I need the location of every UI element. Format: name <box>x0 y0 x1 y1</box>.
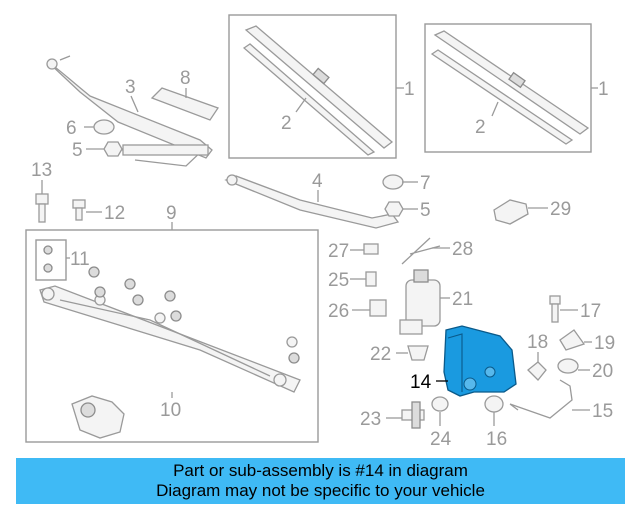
callout-10: 10 <box>160 400 181 421</box>
nut-5-left <box>103 141 123 157</box>
part-29 <box>493 199 529 225</box>
callout-12: 12 <box>104 203 125 224</box>
wiper-blade-right <box>430 30 590 145</box>
callout-27: 27 <box>328 241 349 262</box>
hose-15 <box>509 379 573 419</box>
callout-4: 4 <box>312 171 323 192</box>
callout-7: 7 <box>420 173 431 194</box>
callout-13: 13 <box>31 160 52 181</box>
callout-29: 29 <box>550 199 571 220</box>
callout-labels: 1 1 2 2 3 8 6 5 4 7 5 29 13 12 9 11 10 2… <box>31 68 615 450</box>
callout-3: 3 <box>125 77 136 98</box>
callout-14: 14 <box>410 372 432 393</box>
wiper-arm-3 <box>46 55 213 167</box>
grommet-22 <box>407 345 429 361</box>
connector-26 <box>369 299 387 317</box>
callout-17: 17 <box>580 301 601 322</box>
parts-diagram: 1 1 2 2 3 8 6 5 4 7 5 29 13 12 9 11 10 2… <box>25 14 615 450</box>
wiper-blade-box-left <box>228 14 397 159</box>
grommet-box-11 <box>35 239 67 281</box>
hose-28 <box>401 237 441 265</box>
callout-25: 25 <box>328 270 349 291</box>
callout-16: 16 <box>486 429 507 450</box>
callout-5b: 5 <box>420 200 431 221</box>
callout-19: 19 <box>594 333 615 354</box>
clip-27 <box>363 243 379 255</box>
part-18 <box>527 361 547 381</box>
callout-28: 28 <box>452 239 473 260</box>
callout-15: 15 <box>592 401 613 422</box>
callout-26: 26 <box>328 301 349 322</box>
cover-8 <box>150 87 220 121</box>
pump-21 <box>399 269 441 335</box>
banner-line-2: Diagram may not be specific to your vehi… <box>156 481 485 500</box>
banner-line-1: Part or sub-assembly is #14 in diagram <box>173 461 468 480</box>
bolt-12 <box>72 199 86 221</box>
spacer-25 <box>365 271 377 287</box>
wiper-blade-left <box>242 25 394 156</box>
callout-2b: 2 <box>475 117 486 138</box>
callout-5a: 5 <box>72 140 83 161</box>
callout-24: 24 <box>430 429 452 450</box>
callout-18: 18 <box>527 332 548 353</box>
wiper-motor-10 <box>71 395 125 439</box>
callout-23: 23 <box>360 409 381 430</box>
callout-20: 20 <box>592 361 613 382</box>
bolt-17 <box>549 295 561 323</box>
callout-21: 21 <box>452 289 473 310</box>
wiper-linkage <box>39 245 301 393</box>
callout-8: 8 <box>180 68 191 89</box>
callout-9: 9 <box>166 203 177 224</box>
sensor-23 <box>401 401 425 429</box>
callout-22: 22 <box>370 344 391 365</box>
callout-1b: 1 <box>598 79 609 100</box>
info-banner: Part or sub-assembly is #14 in diagram D… <box>16 458 625 504</box>
reservoir-14 <box>443 325 517 397</box>
cap-7 <box>382 174 404 190</box>
grommet-24 <box>431 396 449 412</box>
nut-5-right <box>384 201 404 217</box>
callout-6: 6 <box>66 118 77 139</box>
callout-11: 11 <box>70 249 90 270</box>
cap-16 <box>484 395 504 413</box>
callout-2a: 2 <box>281 113 292 134</box>
part-19 <box>559 329 586 351</box>
callout-1a: 1 <box>404 79 415 100</box>
cap-6 <box>93 119 115 135</box>
bolt-13 <box>35 193 49 223</box>
grommet-20 <box>557 358 579 374</box>
leader-lines <box>41 87 598 426</box>
